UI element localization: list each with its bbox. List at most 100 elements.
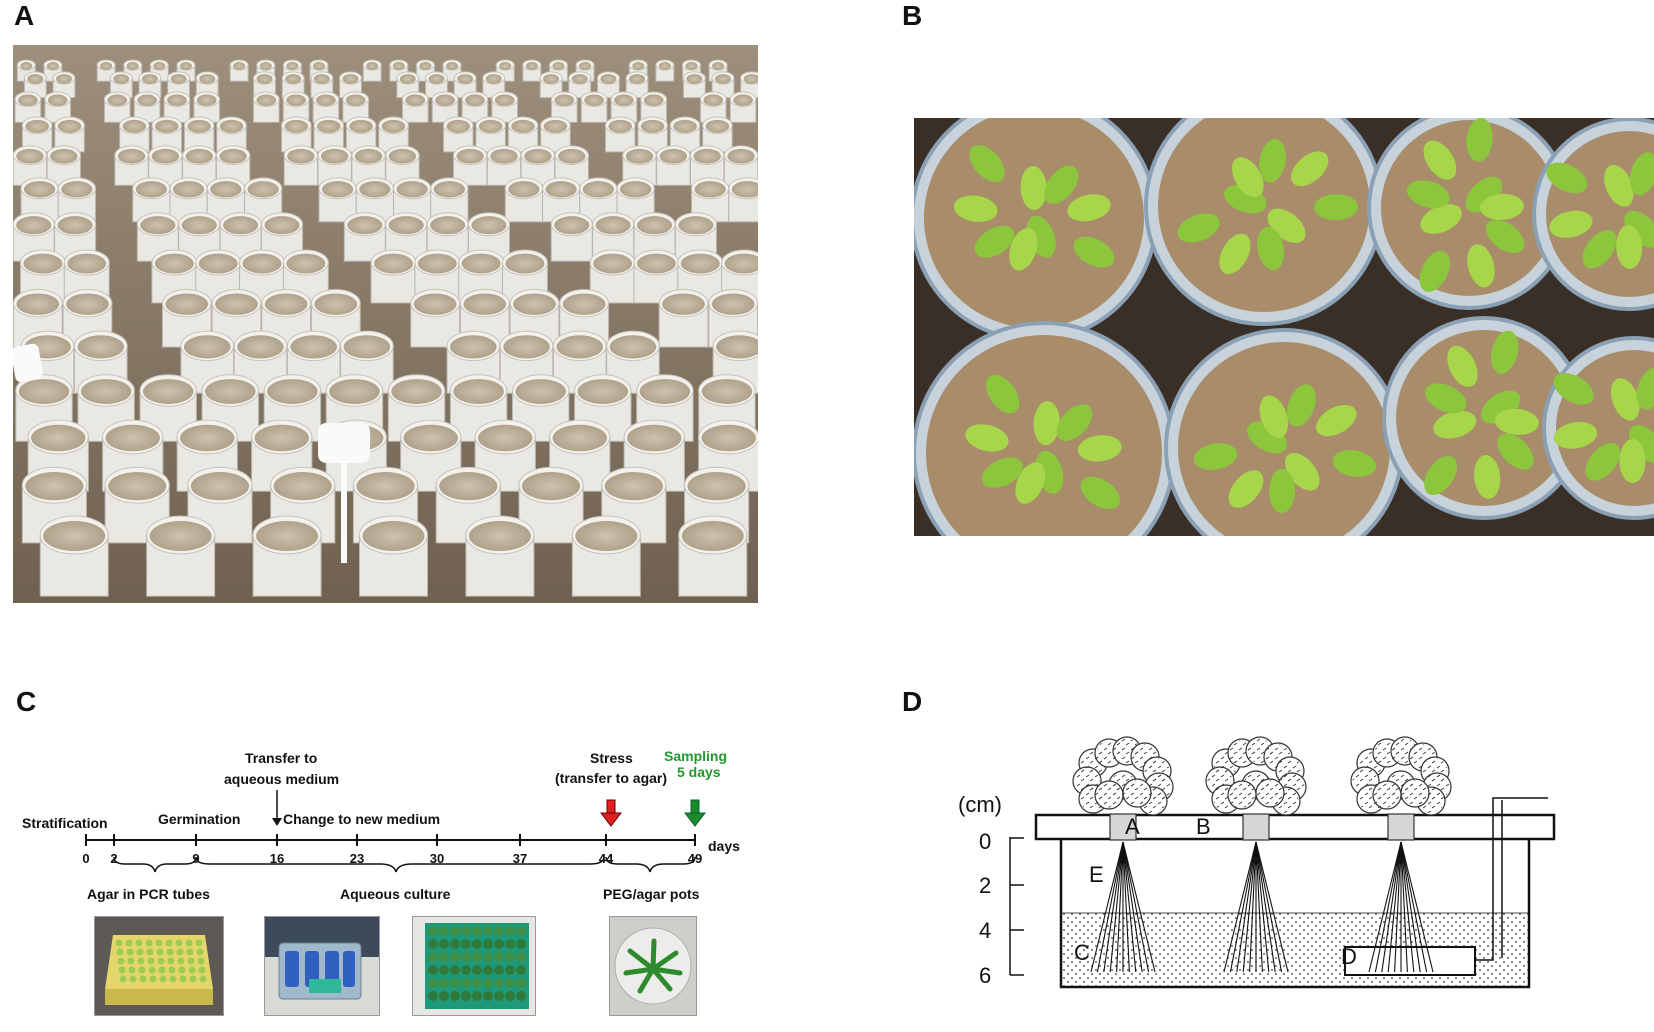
bucket (504, 177, 543, 223)
tray-plant (505, 939, 515, 949)
plant-label-tag (13, 343, 43, 383)
soybean-leaf (1056, 404, 1093, 441)
tray-plant (516, 991, 526, 1001)
bucket (343, 212, 386, 262)
bucket (596, 71, 620, 99)
tray-plant (494, 939, 504, 949)
seedling-dot (119, 975, 127, 983)
seedling-dot (187, 957, 195, 965)
label-stratification: Stratification (22, 815, 108, 831)
bucket (54, 212, 97, 262)
label-change-medium: Change to new medium (283, 811, 441, 827)
tray-plant (516, 965, 526, 975)
root-line (1400, 841, 1408, 973)
soybean-leaf (1485, 219, 1525, 254)
tray-plant (494, 952, 504, 962)
tray-plant (505, 926, 515, 936)
bucket (370, 249, 417, 304)
bucket (604, 116, 636, 153)
bucket (699, 91, 727, 123)
bucket (678, 515, 748, 597)
bucket (482, 71, 506, 99)
soybean-leaf (1286, 384, 1316, 427)
seedling-dot (169, 975, 177, 983)
label-germination: Germination (158, 811, 241, 827)
root-line (1242, 841, 1257, 973)
seedling-dot (137, 957, 145, 965)
bucket (640, 91, 668, 123)
seedling-dot (117, 957, 125, 965)
seedling-dot (157, 957, 165, 965)
tray-plant (483, 965, 493, 975)
soybean-leaf (1604, 164, 1634, 207)
tray-plant (439, 926, 449, 936)
bucket (446, 330, 501, 394)
seedling-dot (186, 948, 194, 956)
bucket (415, 59, 435, 82)
bucket (178, 212, 221, 262)
panel-a-letter: A (14, 0, 35, 31)
seedling-dot (185, 939, 193, 947)
root-line (1096, 841, 1124, 973)
bucket (187, 466, 253, 544)
seedling-dot (155, 939, 163, 947)
bucket (104, 466, 170, 544)
seedling-dot (199, 975, 207, 983)
tray-plant (461, 926, 471, 936)
root-line (1255, 841, 1263, 973)
root-line (1368, 841, 1402, 973)
seedling-dot (179, 975, 187, 983)
soybean-leaf (1480, 193, 1524, 220)
bucket (658, 289, 709, 348)
root-line (1223, 841, 1257, 973)
label-c-medium: C (1074, 940, 1090, 965)
tray-plant (516, 978, 526, 988)
soybean-leaf (1610, 378, 1640, 421)
bucket (568, 71, 592, 99)
soybean-leaf (1419, 250, 1450, 292)
soybean-leaf (1077, 435, 1122, 462)
soybean-leaf (1490, 330, 1519, 374)
tray-plant (450, 991, 460, 1001)
soybean-leaf (1616, 225, 1643, 269)
tray-plant (450, 978, 460, 988)
bucket (312, 91, 340, 123)
bucket (452, 145, 488, 186)
seedling-dot (138, 966, 146, 974)
bucket (359, 515, 428, 597)
pot (1532, 118, 1654, 311)
root-line (1400, 841, 1415, 973)
pot (1164, 328, 1404, 536)
bucket (656, 145, 691, 186)
photo-soybean-pots (914, 118, 1654, 536)
bucket (103, 91, 131, 123)
bucket (109, 71, 133, 99)
root-line (1090, 841, 1124, 973)
seedling-dot (178, 966, 186, 974)
phase-agar-label: Agar in PCR tubes (87, 886, 210, 902)
tray-plant (516, 952, 526, 962)
bucket (252, 91, 280, 123)
seedling-dot (166, 948, 174, 956)
bucket (252, 515, 322, 597)
bucket (23, 71, 47, 99)
soybean-leaf (985, 374, 1020, 414)
seedling-dot (196, 948, 204, 956)
phase-peg-label: PEG/agar pots (603, 886, 700, 902)
bucket (21, 466, 87, 544)
soybean-leaf (1424, 455, 1458, 496)
bucket (318, 177, 357, 223)
bucket (215, 145, 251, 186)
root-line (1229, 841, 1257, 973)
bucket (721, 249, 758, 304)
root-line (1387, 841, 1402, 973)
soybean-leaf (1193, 443, 1238, 470)
tray-plant (483, 978, 493, 988)
tray-plant (516, 939, 526, 949)
seedling-dot (126, 948, 134, 956)
panel-b-letter: B (902, 0, 923, 31)
bucket (389, 59, 409, 82)
soybean-leaf (1619, 438, 1646, 483)
bucket (461, 91, 489, 123)
plant-unit (1205, 736, 1307, 973)
